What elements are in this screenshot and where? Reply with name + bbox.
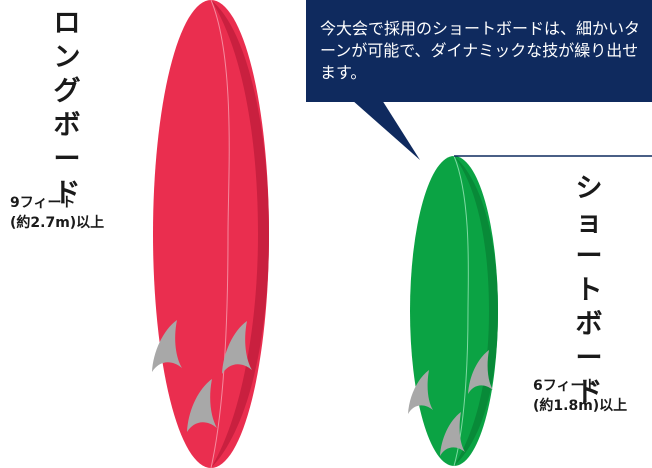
longboard-spec: 9フィート (約2.7m)以上 bbox=[10, 193, 104, 233]
shortboard-fin-center bbox=[440, 412, 465, 456]
longboard-fin-right bbox=[222, 321, 252, 374]
shortboard-fin-right bbox=[468, 350, 493, 394]
shortboard-stringer bbox=[453, 155, 469, 467]
callout-pointer bbox=[352, 100, 420, 160]
shortboard-fin-left bbox=[408, 370, 433, 414]
longboard-stringer bbox=[210, 0, 230, 468]
longboard-body bbox=[153, 0, 269, 468]
shortboard-body bbox=[410, 156, 498, 466]
shortboard-spec: 6フィート (約1.8m)以上 bbox=[533, 376, 627, 416]
shortboard bbox=[408, 155, 498, 467]
longboard-title: ロングボード bbox=[53, 8, 81, 209]
longboard-fin-center bbox=[187, 379, 217, 432]
longboard-length-m: (約2.7m)以上 bbox=[10, 215, 105, 231]
shortboard-title: ショートボード bbox=[575, 173, 603, 408]
shortboard-length-m: (約1.8m)以上 bbox=[533, 398, 628, 414]
shortboard-length-ft: 6フィート bbox=[533, 378, 599, 394]
longboard-fin-left bbox=[152, 320, 182, 372]
callout-text: 今大会で採用のショートボードは、細かいターンが可能で、ダイナミックな技が繰り出せ… bbox=[320, 19, 641, 82]
longboard bbox=[152, 0, 269, 468]
shortboard-side-shade bbox=[454, 156, 498, 466]
callout-box: 今大会で採用のショートボードは、細かいターンが可能で、ダイナミックな技が繰り出せ… bbox=[306, 0, 652, 102]
longboard-length-ft: 9フィート bbox=[10, 195, 76, 211]
longboard-side-shade bbox=[211, 0, 269, 468]
